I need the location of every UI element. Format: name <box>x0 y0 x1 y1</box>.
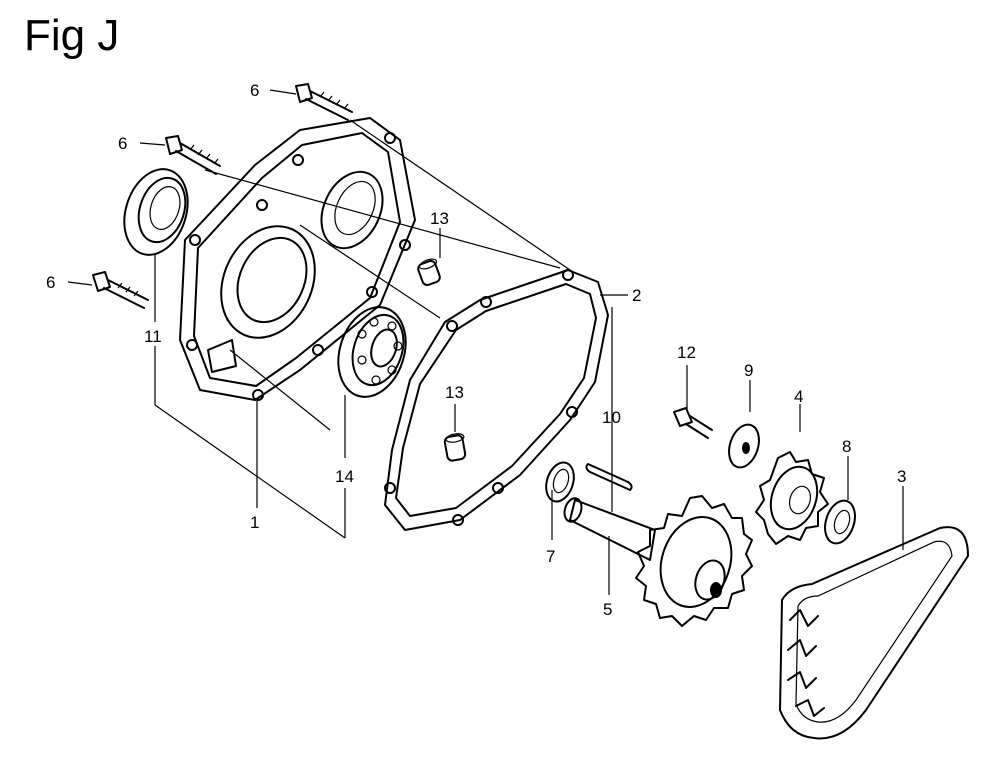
callout-13-lower: 13 <box>445 383 464 402</box>
washer-8 <box>824 499 856 545</box>
key-10 <box>585 463 633 491</box>
callout-1: 1 <box>250 513 259 532</box>
bolt-6-top <box>295 83 353 121</box>
callout-6-lower: 6 <box>46 273 55 292</box>
callout-5: 5 <box>603 600 612 619</box>
gasket-2 <box>384 269 609 531</box>
callout-12: 12 <box>677 343 696 362</box>
shaft-sprocket-5 <box>563 495 753 627</box>
callout-14: 14 <box>335 467 354 486</box>
figure-title: Fig J <box>24 11 120 60</box>
callout-2: 2 <box>632 286 641 305</box>
callout-10: 10 <box>602 408 621 427</box>
drive-sprocket-4 <box>755 451 829 545</box>
chain-3 <box>779 526 969 740</box>
dowel-pin-13-upper <box>417 258 441 287</box>
callout-7: 7 <box>546 547 555 566</box>
callout-9: 9 <box>744 361 753 380</box>
callout-labels: 6 6 6 11 13 13 2 1 14 10 7 5 12 9 4 8 3 <box>46 81 906 619</box>
callout-11: 11 <box>144 327 162 346</box>
callout-6-top: 6 <box>250 81 259 100</box>
callout-3: 3 <box>897 467 906 486</box>
callout-4: 4 <box>794 387 803 406</box>
washer-9 <box>728 423 760 469</box>
callout-6-middle: 6 <box>118 134 127 153</box>
bolt-12 <box>673 407 713 439</box>
dowel-pin-13-lower <box>443 433 467 462</box>
callout-13-upper: 13 <box>430 209 449 228</box>
washer-7 <box>545 461 575 503</box>
oil-seal-11 <box>123 168 189 256</box>
bolt-6-lower <box>92 271 149 309</box>
callout-8: 8 <box>842 437 851 456</box>
leader-lines <box>67 89 904 595</box>
bolt-6-middle <box>165 135 221 175</box>
ball-bearing-14 <box>337 306 407 398</box>
case-cover-1 <box>179 117 416 401</box>
